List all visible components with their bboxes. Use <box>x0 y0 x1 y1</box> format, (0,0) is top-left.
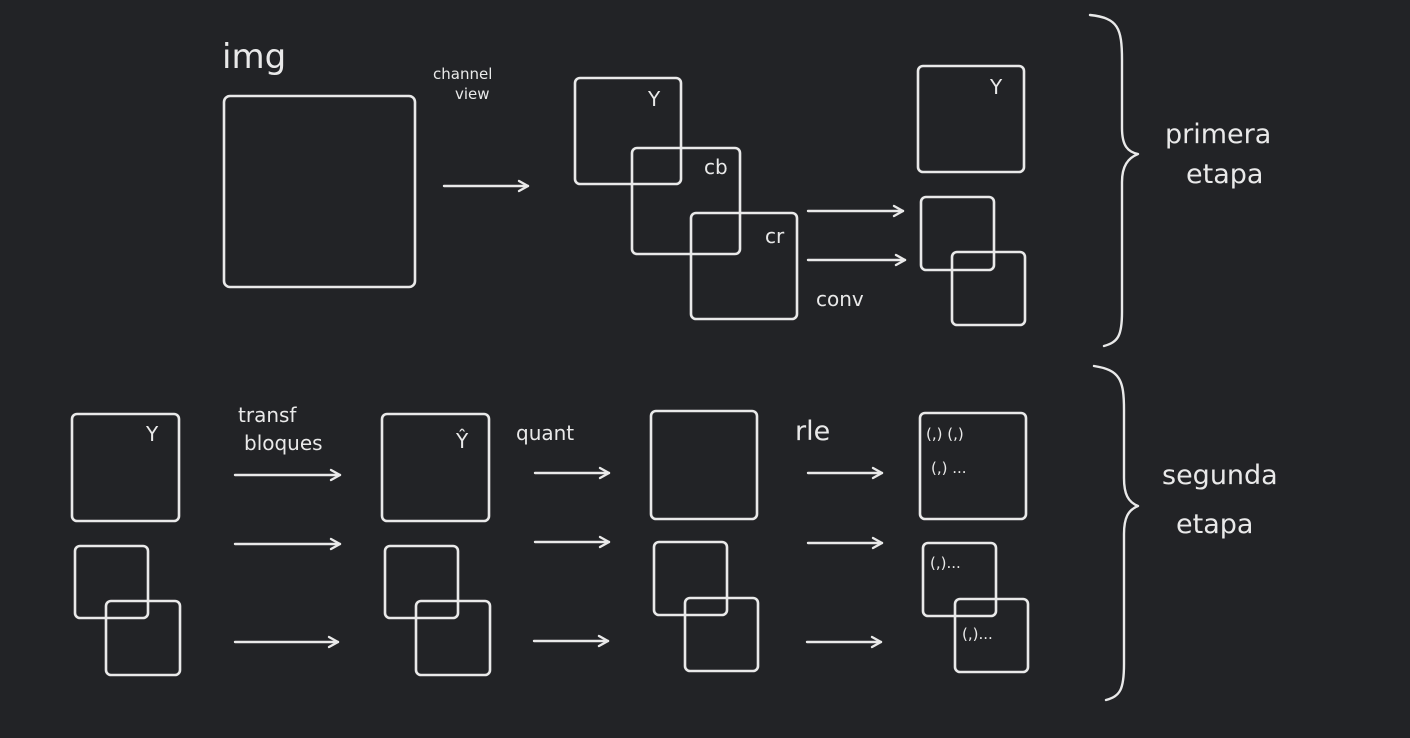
rle-y-box <box>918 411 1028 521</box>
arrow-to-cb <box>806 204 905 218</box>
transformed-cb-box <box>383 544 460 620</box>
transf-label-line1: transf <box>238 403 297 427</box>
output-y-label: Y <box>989 75 1003 99</box>
transf-arrow-y <box>233 468 342 482</box>
arrow-to-cr <box>806 253 907 267</box>
stage-1-label-line1: primera <box>1165 119 1271 150</box>
conv-label: conv <box>816 287 864 311</box>
stage2-input-cb-box <box>73 544 150 620</box>
channel-view-label-line1: channel <box>433 65 492 83</box>
quantized-cb-box <box>652 540 729 617</box>
rle-y-text-line2: (,) ... <box>931 459 967 477</box>
channel-cr-box <box>689 211 799 321</box>
stage-2-label-line1: segunda <box>1162 460 1278 491</box>
rle-cr-box <box>953 597 1030 674</box>
stage-1: img channel view Y cb cr conv Y primera … <box>222 13 1271 348</box>
channel-y-box <box>573 76 683 186</box>
transformed-y-label: Ŷ <box>455 429 469 453</box>
output-cr-box <box>950 250 1027 327</box>
channel-y-label: Y <box>647 87 661 111</box>
rle-cb-box <box>921 541 998 618</box>
image-label: img <box>222 37 286 77</box>
rle-arrow-cr <box>805 635 883 649</box>
quant-arrow-cb <box>533 535 611 549</box>
rle-cb-text: (,)... <box>930 554 961 572</box>
quant-arrow-y <box>533 466 611 480</box>
input-image-box <box>222 94 417 289</box>
stage2-input-y-label: Y <box>145 422 159 446</box>
channel-view-arrow <box>442 179 530 193</box>
quantized-cr-box <box>683 596 760 673</box>
transf-arrow-cb <box>233 537 342 551</box>
channel-view-label-line2: view <box>455 85 490 103</box>
brace-stage-1 <box>1088 13 1140 348</box>
quant-label: quant <box>516 421 574 445</box>
stage-2: Y transf bloques Ŷ quant <box>70 364 1278 702</box>
rle-y-text-line1: (,) (,) <box>926 425 964 443</box>
transf-arrow-cr <box>233 635 340 649</box>
quant-arrow-cr <box>532 634 610 648</box>
stage-1-label-line2: etapa <box>1186 159 1263 190</box>
output-y-box <box>916 64 1026 174</box>
brace-stage-2 <box>1092 364 1140 702</box>
quantized-y-box <box>649 409 759 521</box>
channel-cr-label: cr <box>765 224 785 248</box>
stage2-input-y-box <box>70 412 181 523</box>
transf-label-line2: bloques <box>244 431 323 455</box>
channel-cb-box <box>630 146 742 256</box>
stage-2-label-line2: etapa <box>1176 509 1253 540</box>
rle-cr-text: (,)... <box>962 625 993 643</box>
rle-arrow-y <box>806 466 884 480</box>
stage2-input-cr-box <box>104 599 182 677</box>
channel-cb-label: cb <box>704 155 728 179</box>
transformed-y-box <box>380 412 491 523</box>
rle-arrow-cb <box>806 536 884 550</box>
rle-label: rle <box>795 416 830 447</box>
transformed-cr-box <box>414 599 492 677</box>
output-cb-box <box>919 195 996 272</box>
